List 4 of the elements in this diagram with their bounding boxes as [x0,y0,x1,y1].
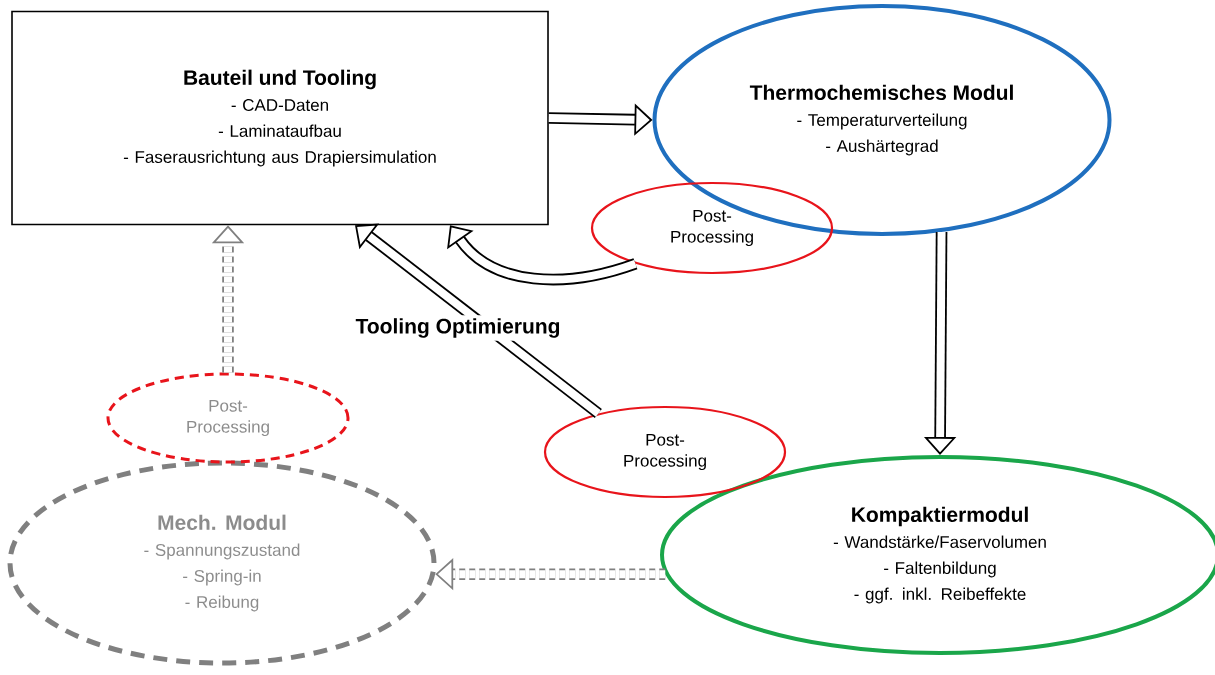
label-text: Tooling Optimierung [352,315,564,341]
component-box: Bauteil und Tooling - CAD-Daten - Laminataufbau - Faserausrichtung aus Drapiersimulation [11,10,549,226]
block-arrow [355,223,602,419]
block-arrow [447,225,638,286]
